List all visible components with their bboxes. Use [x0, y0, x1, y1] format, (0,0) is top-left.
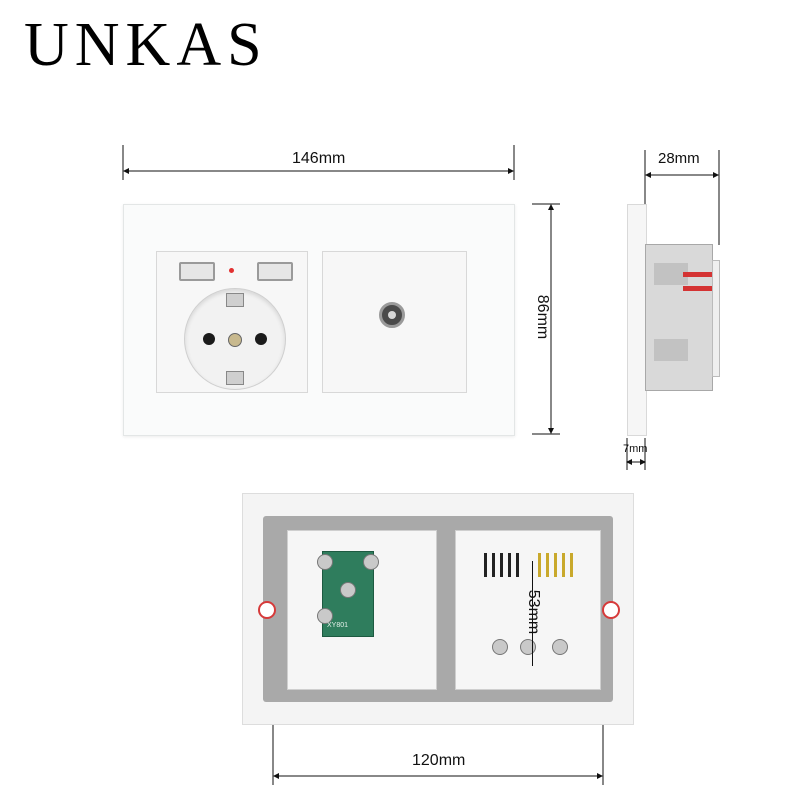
side-view-plate: [627, 204, 647, 436]
usb-port-left: [179, 262, 215, 281]
tv-circuit-board: XY801: [317, 551, 379, 637]
inner-height-label: 53mm: [525, 589, 542, 635]
pcb-screw-1: [317, 554, 333, 570]
schuko-socket: [184, 288, 286, 390]
brand-logo: UNKAS: [24, 11, 268, 79]
back-plate: XY801 53mm: [242, 493, 634, 725]
terminal-screw-1: [492, 639, 508, 655]
earth-clip-top: [226, 293, 244, 307]
side-view-terminal-2: [683, 286, 713, 291]
socket-pin-right: [255, 333, 267, 345]
mounting-spacing-label: 120mm: [412, 752, 466, 769]
tv-module-back: XY801: [287, 530, 437, 690]
side-view-clip-bottom: [654, 339, 688, 361]
height-label: 86mm: [534, 294, 551, 340]
mounting-hole-left: [258, 601, 276, 619]
schuko-socket-module: [156, 251, 308, 393]
center-screw: [228, 333, 242, 347]
indicator-led: [229, 268, 234, 273]
side-view-body: [645, 244, 713, 391]
side-view-rear-face: [712, 260, 720, 377]
pcb-screw-2: [363, 554, 379, 570]
usb-port-right: [257, 262, 293, 281]
side-view-clip-top: [654, 263, 688, 285]
thickness-label: 7mm: [623, 443, 648, 455]
width-label: 146mm: [292, 150, 346, 167]
mounting-hole-right: [602, 601, 620, 619]
metal-frame: XY801 53mm: [258, 516, 620, 702]
earth-clip-bottom: [226, 371, 244, 385]
vent-slots-right: [538, 553, 578, 577]
front-plate: [123, 204, 515, 436]
pcb-screw-3: [340, 582, 356, 598]
terminal-screw-3: [552, 639, 568, 655]
terminal-screw-2: [520, 639, 536, 655]
vent-slots-left: [484, 553, 524, 577]
tv-socket-module: [322, 251, 467, 393]
depth-label: 28mm: [658, 150, 700, 167]
inner-height-line: [532, 561, 533, 666]
pcb-label: XY801: [327, 622, 349, 629]
socket-pin-left: [203, 333, 215, 345]
coax-tv-port: [379, 302, 405, 328]
socket-module-back: 53mm: [455, 530, 601, 690]
pcb-screw-4: [317, 608, 333, 624]
side-view-terminal-1: [683, 272, 713, 277]
